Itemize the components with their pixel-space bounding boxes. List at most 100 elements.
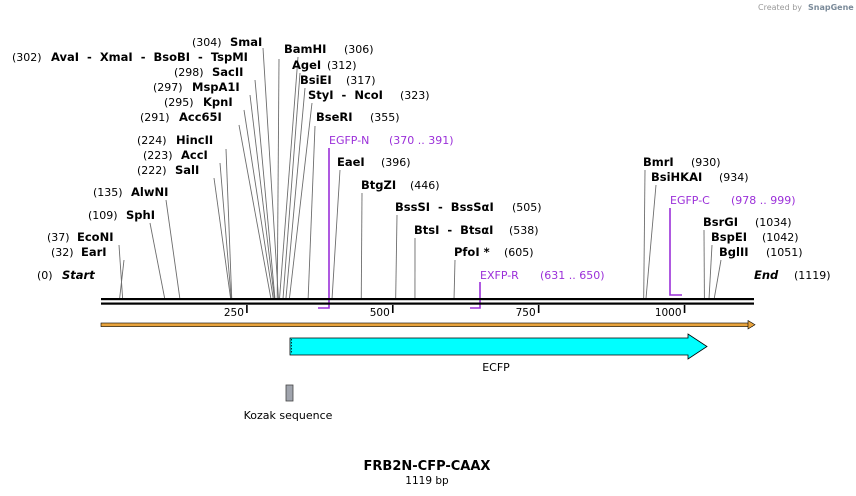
site-connector — [645, 184, 657, 299]
site-pos-mspa1i: (297) — [153, 81, 183, 94]
site-connector — [249, 94, 275, 299]
site-name-bglii[interactable]: BglII — [719, 245, 749, 259]
primer-label-egfp-c[interactable]: EGFP-C — [670, 194, 710, 207]
site-name-mspa1i[interactable]: MspA1I — [192, 80, 240, 94]
site-name-btsi[interactable]: BtsI - BtsαI — [414, 223, 493, 237]
site-name-bsiei[interactable]: BsiEI — [300, 73, 332, 87]
site-name-bsssi[interactable]: BssSI - BssSαI — [395, 200, 494, 214]
feature-kozak-sequence[interactable] — [285, 384, 294, 402]
primer-exfp-r-mark[interactable] — [470, 282, 481, 309]
feature-label-kozak: Kozak sequence — [244, 409, 333, 422]
site-name-econi[interactable]: EcoNI — [77, 230, 113, 244]
site-connector — [395, 214, 398, 299]
site-connector — [279, 56, 299, 299]
site-pos-bseri: (355) — [370, 111, 400, 124]
site-pos-alwni: (135) — [93, 186, 123, 199]
site-pos-sacii: (298) — [174, 66, 204, 79]
site-name-bamhi[interactable]: BamHI — [284, 42, 326, 56]
site-labels: (302) AvaI - XmaI - BsoBI - TspMI (304) … — [12, 35, 803, 259]
site-pos-kpni: (295) — [164, 96, 194, 109]
site-pos-eari: (32) — [51, 246, 74, 259]
tick-label: 750 — [516, 307, 536, 319]
site-pos-btsi: (538) — [509, 224, 539, 237]
site-name-kpni[interactable]: KpnI — [203, 95, 233, 109]
map-length: 1119 bp — [405, 475, 449, 487]
site-connector — [149, 222, 166, 299]
site-connector — [119, 259, 125, 299]
site-name-btgzi[interactable]: BtgZI — [361, 178, 396, 192]
end-label: End — [754, 268, 779, 282]
site-name-bspei[interactable]: BspEI — [711, 230, 747, 244]
site-pos-bsssi: (505) — [512, 201, 542, 214]
site-connector — [285, 87, 306, 299]
site-name-pfoi[interactable]: PfoI * — [454, 245, 490, 259]
site-name-bsihkai[interactable]: BsiHKAI — [651, 170, 702, 184]
site-connector — [643, 169, 646, 299]
site-name-sacii[interactable]: SacII — [212, 65, 243, 79]
site-pos-pfoi: (605) — [504, 246, 534, 259]
site-connector — [118, 244, 124, 299]
primer-label-egfp-n[interactable]: EGFP-N — [329, 134, 369, 147]
site-connector — [708, 244, 713, 299]
site-connector — [225, 148, 233, 299]
site-pos-bmri: (930) — [691, 156, 721, 169]
tick-label: 1000 — [655, 307, 682, 319]
site-name-bsrgi[interactable]: BsrGI — [703, 215, 738, 229]
site-name-avai[interactable]: AvaI - XmaI - BsoBI - TspMI — [51, 50, 248, 64]
site-pos-bsrgi: (1034) — [755, 216, 792, 229]
primer-range-egfp-c: (978 .. 999) — [731, 194, 796, 207]
site-pos-acci: (223) — [143, 149, 173, 162]
snapgene-brand: SnapGene — [808, 3, 854, 12]
site-pos-econi: (37) — [47, 231, 70, 244]
site-name-hincii[interactable]: HincII — [176, 133, 213, 147]
site-name-bseri[interactable]: BseRI — [316, 110, 353, 124]
primer-egfp-c-mark[interactable] — [669, 208, 682, 296]
site-connector — [254, 79, 276, 299]
site-connector — [262, 47, 279, 299]
site-name-acci[interactable]: AccI — [181, 148, 208, 162]
tick-label: 500 — [370, 307, 390, 319]
site-name-acc65i[interactable]: Acc65I — [179, 110, 222, 124]
feature-label-ecfp: ECFP — [482, 361, 510, 374]
site-name-smai[interactable]: SmaI — [230, 35, 262, 49]
site-name-styi[interactable]: StyI - NcoI — [308, 88, 383, 102]
site-pos-eaei: (396) — [381, 156, 411, 169]
site-connector — [276, 58, 280, 299]
site-name-sphi[interactable]: SphI — [126, 208, 155, 222]
site-pos-agei: (312) — [327, 59, 357, 72]
site-connector — [238, 124, 272, 299]
site-pos-bspei: (1042) — [762, 231, 799, 244]
sequence-backbone — [101, 298, 754, 305]
primer-range-exfp-r: (631 .. 650) — [540, 269, 605, 282]
site-name-bmri[interactable]: BmrI — [643, 155, 674, 169]
site-connector — [331, 169, 341, 299]
site-name-eaei[interactable]: EaeI — [337, 155, 365, 169]
created-by-credit: Created by — [758, 3, 802, 12]
site-name-eari[interactable]: EarI — [81, 245, 107, 259]
site-connector — [360, 192, 363, 299]
site-name-agei[interactable]: AgeI — [292, 58, 321, 72]
primer-label-exfp-r[interactable]: EXFP-R — [480, 269, 519, 282]
site-pos-acc65i: (291) — [140, 111, 170, 124]
site-pos-bglii: (1051) — [766, 246, 803, 259]
site-name-sali[interactable]: SalI — [175, 163, 199, 177]
primer-egfp-n-mark[interactable] — [318, 148, 330, 309]
site-connector — [243, 109, 274, 299]
site-connectors — [118, 47, 722, 299]
feature-ecfp[interactable] — [289, 333, 708, 360]
end-position: (1119) — [794, 269, 831, 282]
primer-range-egfp-n: (370 .. 391) — [389, 134, 454, 147]
site-pos-bsihkai: (934) — [719, 171, 749, 184]
orf-track — [100, 319, 756, 330]
site-connector — [453, 259, 456, 299]
site-pos-bamhi: (306) — [344, 43, 374, 56]
site-pos-smai: (304) — [192, 36, 222, 49]
site-connector — [282, 72, 301, 299]
site-name-alwni[interactable]: AlwNI — [131, 185, 168, 199]
site-pos-sphi: (109) — [88, 209, 118, 222]
site-connector — [213, 177, 231, 299]
start-position: (0) — [37, 269, 53, 282]
site-connector — [713, 259, 722, 299]
